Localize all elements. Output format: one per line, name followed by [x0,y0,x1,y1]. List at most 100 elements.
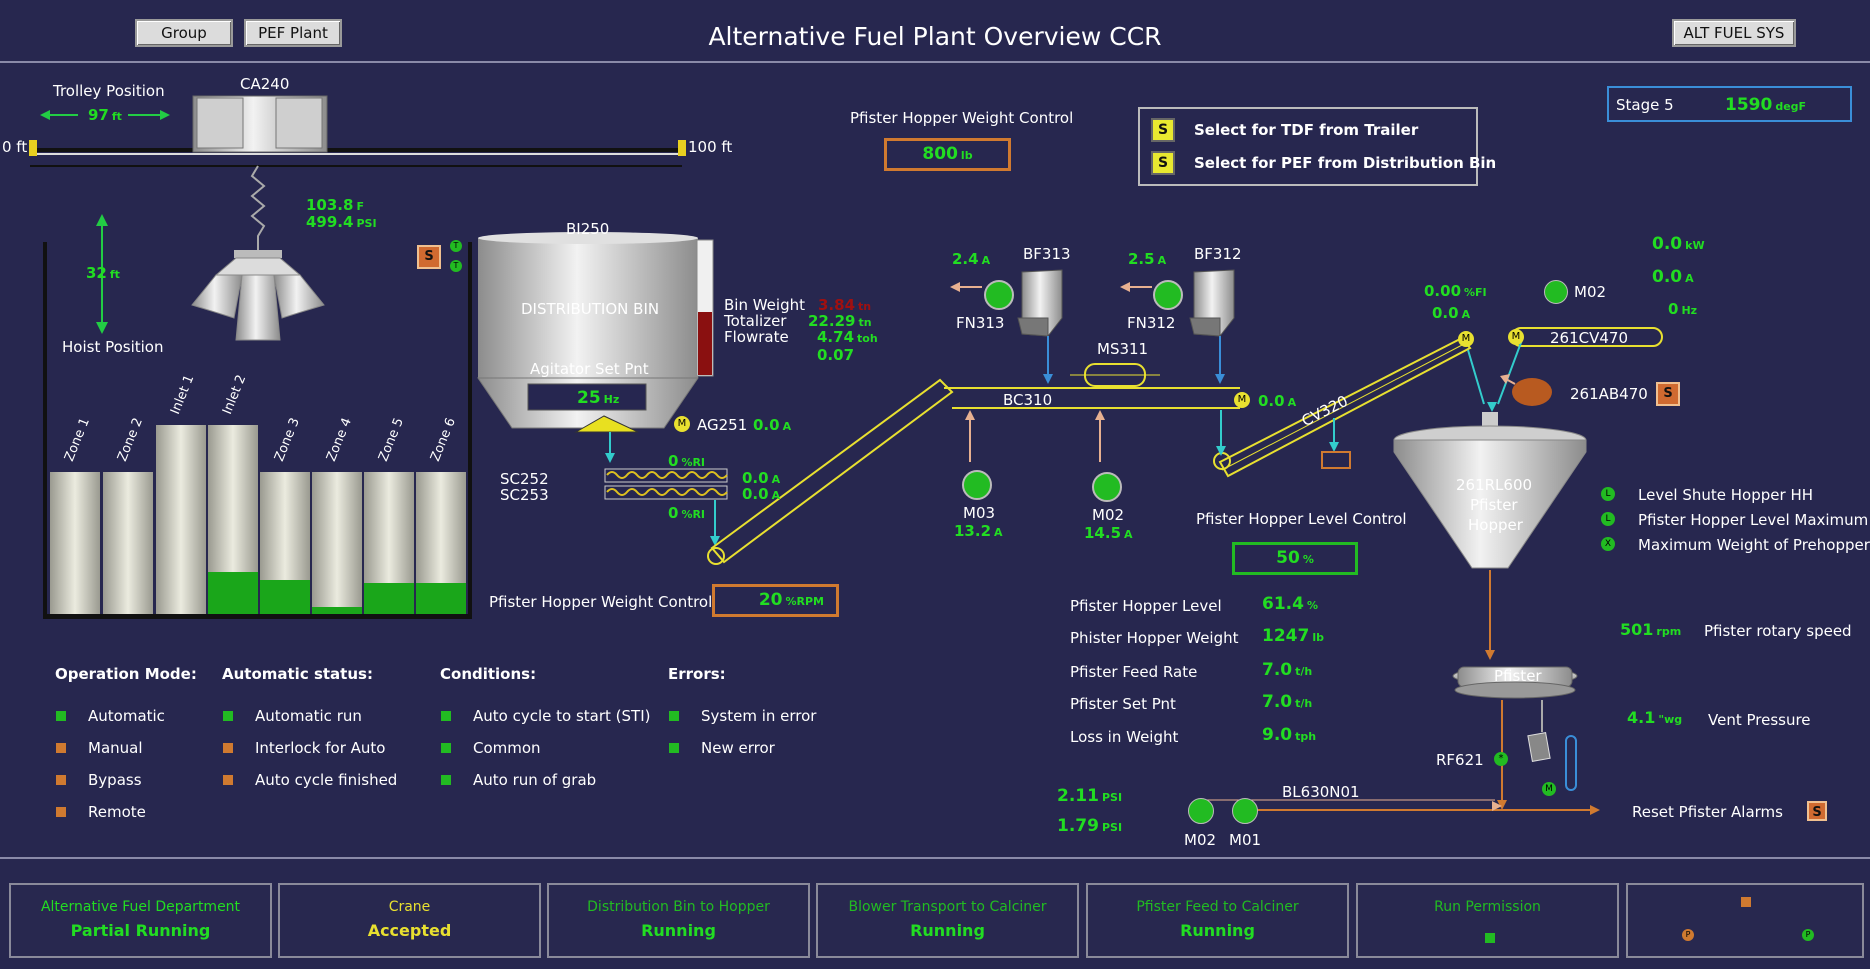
cv470-motor-icon[interactable]: M [1508,329,1524,345]
pef-plant-button[interactable]: PEF Plant [244,19,342,47]
zone-bar-6 [312,472,362,614]
zone-fill-7 [364,583,414,614]
legend-icon-2: L [1601,512,1615,526]
legend-icon-3: X [1601,537,1615,551]
cond-indicator-3 [441,775,451,785]
cond-indicator-1 [441,711,451,721]
ag251-motor-icon[interactable]: M [674,416,690,432]
crane-s-button[interactable]: S [417,245,441,269]
cond-title: Conditions: [440,665,537,683]
weight-control-bottom-field[interactable]: 20%RPM [712,584,839,617]
zone-fill-6 [312,607,362,614]
fuel-source-select-panel [1138,107,1478,186]
p-indicator-green: P [1802,929,1814,941]
auto-label-2: Interlock for Auto [255,739,386,757]
trolley-right-end: 100 ft [688,138,733,156]
cv470-name: 261CV470 [1550,329,1628,347]
vent-pressure-value: 4.1"wg [1627,708,1683,727]
select-pef-button[interactable]: S [1151,151,1175,175]
select-tdf-button[interactable]: S [1151,118,1175,142]
bin-label: DISTRIBUTION BIN [521,300,660,318]
m02-conveyor-motor-icon[interactable] [1092,472,1122,502]
select-pef-label: Select for PEF from Distribution Bin [1194,154,1497,172]
fn313-name: FN313 [956,314,1005,332]
crane-name: CA240 [240,75,290,93]
m02-cv470-motor-icon[interactable] [1544,280,1568,304]
legend-label-3: Maximum Weight of Prehopper [1638,536,1870,554]
cond-label-3: Auto run of grab [473,771,597,789]
fn312-fan-icon[interactable] [1153,280,1183,310]
group-button[interactable]: Group [135,19,233,47]
ab470-name: 261AB470 [1570,385,1648,403]
ag251-name: AG251 [697,416,748,434]
metric-label-2: Phister Hopper Weight [1070,629,1239,647]
auto-label-1: Automatic run [255,707,362,725]
vent-pressure-label: Vent Pressure [1708,711,1811,729]
metric-label-4: Pfister Set Pnt [1070,695,1176,713]
rf621-valve-icon[interactable]: * [1494,752,1508,766]
status-title-2: Crane [388,899,431,915]
select-tdf-label: Select for TDF from Trailer [1194,121,1419,139]
zone-bar-3 [156,425,206,614]
op-label-3: Bypass [88,771,142,789]
hopper-line2: Pfister [1470,496,1518,514]
level-control-field[interactable]: 50% [1232,542,1358,575]
m03-motor-icon[interactable] [962,470,992,500]
status-value-4: Running [910,921,985,940]
m02-conveyor-name: M02 [1092,506,1125,524]
op-label-4: Remote [88,803,146,821]
auto-indicator-1 [223,711,233,721]
ab470-s-button[interactable]: S [1656,382,1680,406]
trolley-label: Trolley Position [53,82,165,100]
m01-blower-name: M01 [1229,831,1262,849]
bin-extra-value: 0.07 [817,346,855,364]
status-panel-extra: P P [1626,883,1864,958]
header-divider [0,61,1870,63]
m02-blower-icon[interactable] [1188,798,1214,824]
bin-weight-label: Bin Weight [724,296,805,314]
pfister-motor-icon[interactable]: M [1542,782,1556,796]
fn313-fan-icon[interactable] [984,280,1014,310]
status-title-5: Pfister Feed to Calciner [1136,899,1299,915]
bc310-motor-icon[interactable]: M [1234,392,1250,408]
zone-bar-2 [103,472,153,614]
rf621-name: RF621 [1436,751,1484,769]
status-title-1: Alternative Fuel Department [40,899,241,915]
totalizer-label: Totalizer [724,312,787,330]
zone-fill-8 [416,583,466,614]
m01-blower-icon[interactable] [1232,798,1258,824]
cv320-motor-icon[interactable]: M [1458,331,1474,347]
status-value-3: Running [641,921,716,940]
auto-indicator-2 [223,743,233,753]
stage-label: Stage 5 [1616,96,1674,114]
status-title-3: Distribution Bin to Hopper [587,899,770,915]
zone-bar-1 [50,472,100,614]
bin-name: BI250 [566,220,610,238]
op-indicator-2 [56,743,66,753]
zone-fill-5 [260,580,310,614]
screw-name-1: SC252 [500,470,549,488]
alt-fuel-sys-button[interactable]: ALT FUEL SYS [1672,19,1796,47]
flowrate-label: Flowrate [724,328,789,346]
op-label-1: Automatic [88,707,165,725]
err-label-2: New error [701,739,775,757]
trolley-left-end: 0 ft [2,138,28,156]
reset-alarms-s-button[interactable]: S [1807,801,1827,821]
